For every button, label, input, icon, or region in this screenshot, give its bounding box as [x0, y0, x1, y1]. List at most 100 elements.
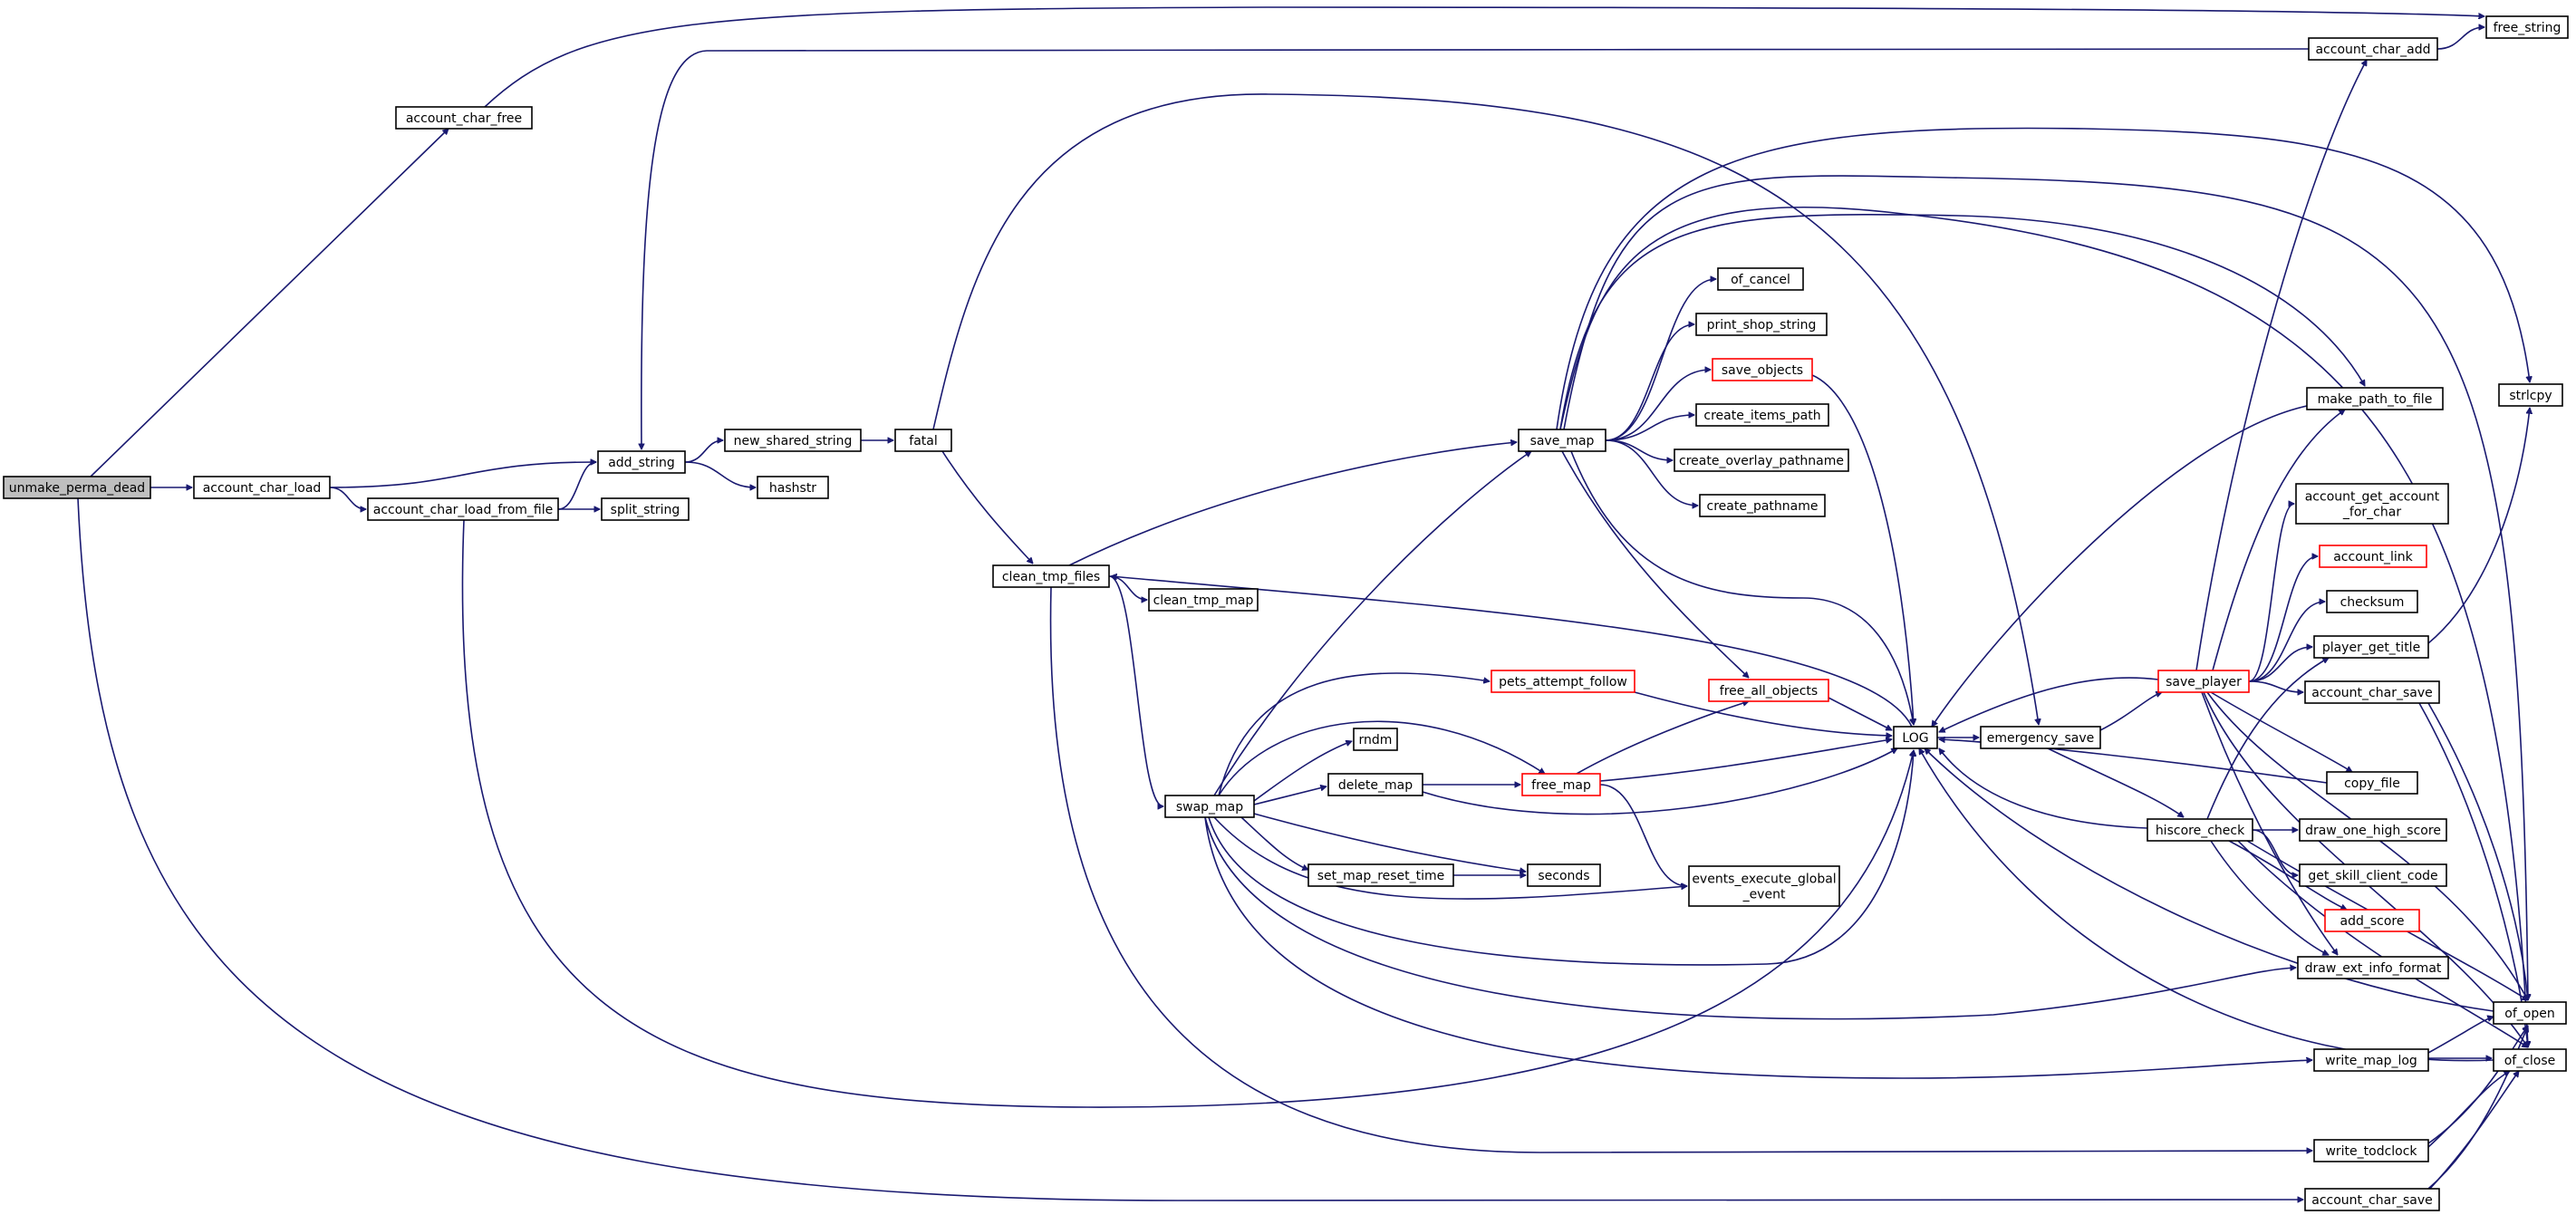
node-label: draw_one_high_score	[2305, 824, 2441, 838]
node-print_shop_string[interactable]: print_shop_string	[1695, 313, 1828, 336]
node-add_score[interactable]: add_score	[2324, 909, 2420, 932]
node-box	[757, 476, 829, 499]
node-box	[2485, 15, 2569, 39]
node-label: add_score	[2340, 914, 2405, 929]
node-box	[1980, 726, 2101, 749]
node-unmake_perma_dead[interactable]: unmake_perma_dead	[3, 476, 151, 499]
nodes-layer: unmake_perma_deadaccount_char_freeaccoun…	[3, 15, 2569, 1211]
node-save_map[interactable]: save_map	[1518, 429, 1606, 452]
node-box	[2313, 1139, 2429, 1162]
node-box	[1708, 679, 1829, 702]
node-new_shared_string[interactable]: new_shared_string	[724, 429, 862, 452]
node-label: save_player	[2166, 675, 2242, 689]
edge-swap_map-to-seconds	[1253, 813, 1526, 872]
node-clean_tmp_files[interactable]: clean_tmp_files	[992, 564, 1110, 588]
edge-free_map-to-events_execute_global_event	[1599, 784, 1687, 886]
node-account_link[interactable]: account_link	[2319, 545, 2427, 568]
node-box	[2304, 1188, 2440, 1211]
node-box	[2147, 818, 2253, 842]
node-box	[1695, 313, 1828, 336]
node-write_todclock[interactable]: write_todclock	[2313, 1139, 2429, 1162]
edge-swap_map-to-free_map	[1218, 720, 1545, 796]
node-label: set_map_reset_time	[1317, 869, 1445, 883]
node-fatal[interactable]: fatal	[894, 429, 952, 452]
node-box	[2313, 1048, 2429, 1072]
node-create_pathname[interactable]: create_pathname	[1699, 494, 1826, 517]
node-save_objects[interactable]: save_objects	[1712, 358, 1813, 381]
edge-fatal-to-emergency_save	[932, 93, 2039, 725]
node-label: write_todclock	[2325, 1144, 2417, 1159]
node-account_char_load[interactable]: account_char_load	[193, 476, 331, 499]
node-make_path_to_file[interactable]: make_path_to_file	[2306, 387, 2444, 410]
edge-delete_map-to-LOG	[1422, 747, 1897, 815]
edge-save_map-to-print_shop_string	[1605, 324, 1694, 441]
node-get_skill_client_code[interactable]: get_skill_client_code	[2299, 863, 2447, 887]
node-account_char_load_from_file[interactable]: account_char_load_from_file	[367, 497, 559, 521]
node-box	[1695, 403, 1829, 427]
node-add_string[interactable]: add_string	[597, 450, 686, 474]
node-box	[1307, 863, 1454, 887]
node-hashstr[interactable]: hashstr	[757, 476, 829, 499]
node-copy_file[interactable]: copy_file	[2326, 771, 2418, 795]
edge-write_todclock-to-of_close	[2427, 1070, 2510, 1148]
node-free_string[interactable]: free_string	[2485, 15, 2569, 39]
node-set_map_reset_time[interactable]: set_map_reset_time	[1307, 863, 1454, 887]
node-label: strlcpy	[2509, 389, 2552, 403]
node-box	[2297, 956, 2449, 979]
node-of_open[interactable]: of_open	[2493, 1001, 2567, 1025]
node-box	[1353, 728, 1398, 751]
edge-pets_attempt_follow-to-LOG	[1634, 691, 1892, 736]
node-split_string[interactable]: split_string	[601, 497, 690, 521]
node-box	[2493, 1001, 2567, 1025]
node-label: seconds	[1538, 869, 1589, 883]
node-box	[1527, 863, 1601, 887]
node-delete_map[interactable]: delete_map	[1327, 773, 1423, 796]
edge-copy_file-to-LOG	[1939, 739, 2328, 784]
node-create_items_path[interactable]: create_items_path	[1695, 403, 1829, 427]
node-rndm[interactable]: rndm	[1353, 728, 1398, 751]
edge-swap_map-to-delete_map	[1253, 786, 1327, 805]
node-player_get_title[interactable]: player_get_title	[2313, 635, 2429, 659]
node-save_player[interactable]: save_player	[2157, 670, 2250, 693]
node-free_all_objects[interactable]: free_all_objects	[1708, 679, 1829, 702]
node-label: create_overlay_pathname	[1679, 454, 1844, 468]
node-label: split_string	[611, 503, 680, 517]
node-clean_tmp_map[interactable]: clean_tmp_map	[1148, 588, 1259, 612]
node-draw_ext_info_format[interactable]: draw_ext_info_format	[2297, 956, 2449, 979]
edge-save_player-to-draw_ext_info_format	[2201, 691, 2338, 955]
edge-make_path_to_file-to-LOG	[1931, 405, 2308, 727]
node-hiscore_check[interactable]: hiscore_check	[2147, 818, 2253, 842]
edge-account_char_add-to-add_string	[642, 48, 2310, 449]
node-label: account_char_load	[203, 481, 322, 496]
node-create_overlay_pathname[interactable]: create_overlay_pathname	[1674, 448, 1849, 472]
node-swap_map[interactable]: swap_map	[1164, 795, 1255, 818]
node-account_char_save_a[interactable]: account_char_save	[2304, 680, 2440, 704]
node-free_map[interactable]: free_map	[1521, 773, 1601, 796]
node-seconds[interactable]: seconds	[1527, 863, 1601, 887]
node-of_close[interactable]: of_close	[2493, 1048, 2567, 1072]
node-of_cancel[interactable]: of_cancel	[1717, 267, 1804, 291]
node-box	[2306, 387, 2444, 410]
node-account_char_add[interactable]: account_char_add	[2308, 37, 2438, 61]
node-strlcpy[interactable]: strlcpy	[2498, 383, 2563, 407]
node-emergency_save[interactable]: emergency_save	[1980, 726, 2101, 749]
node-box	[1688, 865, 1840, 907]
node-checksum[interactable]: checksum	[2326, 590, 2418, 613]
node-label: of_open	[2504, 1007, 2554, 1021]
edge-account_char_load-to-add_string	[329, 462, 596, 488]
node-label: create_pathname	[1707, 499, 1819, 514]
node-account_char_save_b[interactable]: account_char_save	[2304, 1188, 2440, 1211]
edge-save_player-to-account_link	[2248, 556, 2318, 682]
edge-account_char_load_from_file-to-add_string	[557, 462, 596, 510]
node-box	[395, 106, 533, 130]
node-box	[1674, 448, 1849, 472]
node-account_char_free[interactable]: account_char_free	[395, 106, 533, 130]
node-LOG[interactable]: LOG	[1893, 726, 1938, 749]
node-write_map_log[interactable]: write_map_log	[2313, 1048, 2429, 1072]
node-box	[724, 429, 862, 452]
node-draw_one_high_score[interactable]: draw_one_high_score	[2299, 818, 2447, 842]
node-account_get_account_for_char[interactable]: account_get_account_for_char	[2295, 483, 2449, 525]
node-pets_attempt_follow[interactable]: pets_attempt_follow	[1491, 670, 1635, 693]
node-events_execute_global_event[interactable]: events_execute_global_event	[1688, 865, 1840, 907]
node-label: events_execute_global	[1692, 873, 1836, 887]
